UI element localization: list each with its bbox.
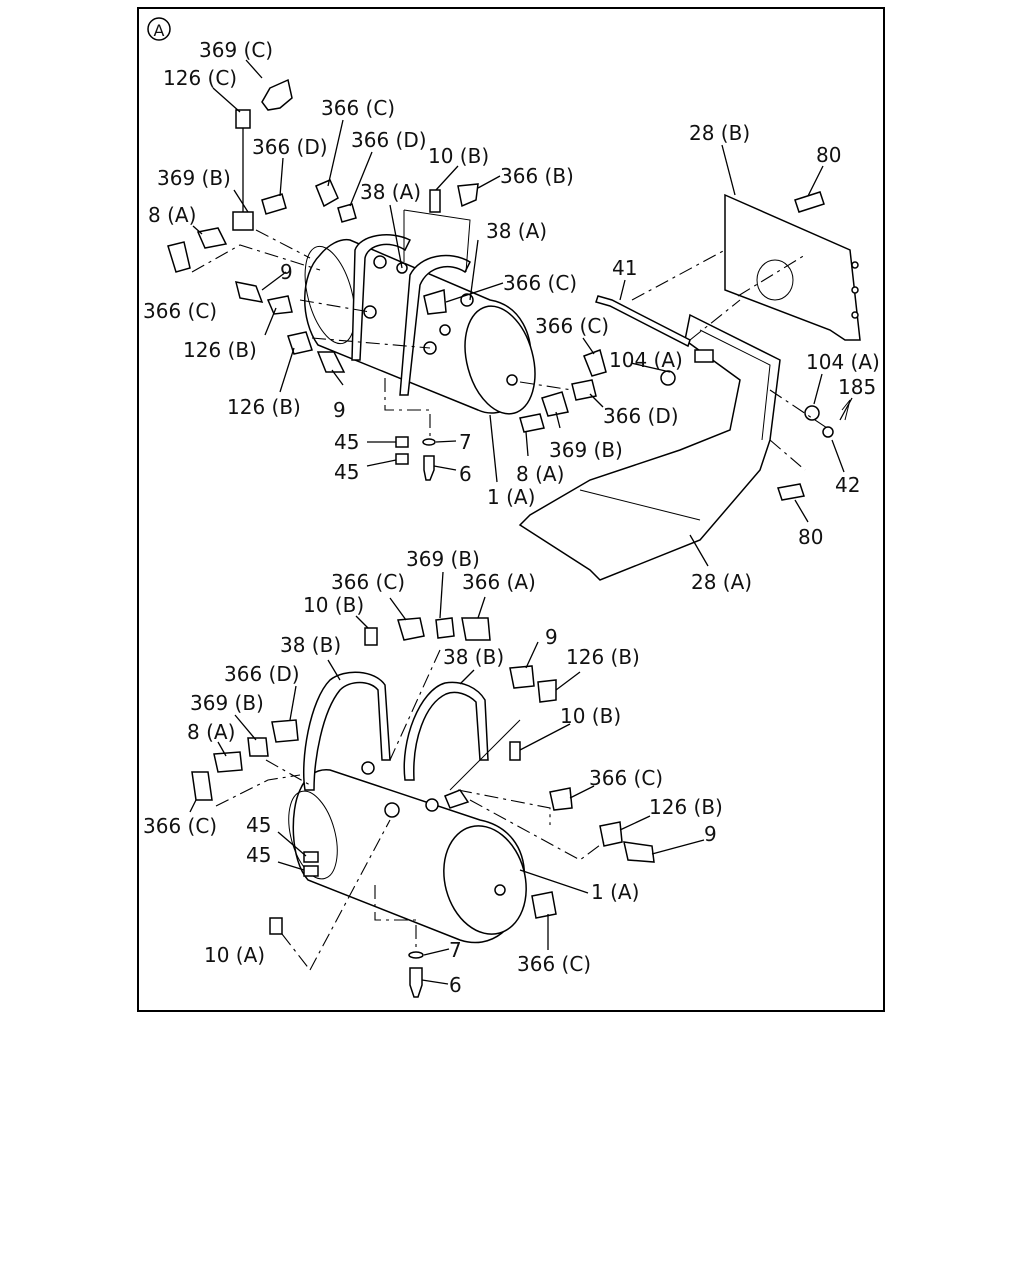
- callout-label: 369 (B): [190, 691, 264, 715]
- callout-label: 10 (B): [428, 144, 489, 168]
- callout-label: 126 (B): [566, 645, 640, 669]
- callout-label: 28 (A): [691, 570, 752, 594]
- callout-label: 9: [704, 822, 717, 846]
- callout-label: 366 (C): [535, 314, 609, 338]
- callout-label: 366 (C): [143, 299, 217, 323]
- lower-leaders: [189, 571, 705, 985]
- callout-label: 9: [545, 625, 558, 649]
- callout-label: 80: [816, 143, 841, 167]
- callout-label: 45: [246, 813, 271, 837]
- lower-air-tank: [191, 617, 655, 998]
- callout-label: 45: [246, 843, 271, 867]
- callout-label: 126 (C): [163, 66, 237, 90]
- callout-label: 6: [459, 462, 472, 486]
- callout-label: 45: [334, 460, 359, 484]
- callout-label: 80: [798, 525, 823, 549]
- view-marker-letter: A: [154, 21, 165, 40]
- callout-label: 8 (A): [516, 462, 564, 486]
- callout-label: 369 (B): [549, 438, 623, 462]
- callout-label: 8 (A): [187, 720, 235, 744]
- callout-label: 8 (A): [148, 203, 196, 227]
- callout-label: 366 (C): [143, 814, 217, 838]
- lower-labels: 369 (B) 366 (C) 366 (A) 10 (B) 38 (B) 38…: [143, 547, 723, 997]
- callout-label: 366 (C): [331, 570, 405, 594]
- bracket-28b: [724, 191, 861, 341]
- callout-label: 369 (C): [199, 38, 273, 62]
- callout-label: 9: [333, 398, 346, 422]
- callout-label: 28 (B): [689, 121, 750, 145]
- callout-label: 1 (A): [591, 880, 639, 904]
- callout-label: 366 (C): [321, 96, 395, 120]
- view-marker: A: [147, 17, 171, 41]
- callout-label: 366 (A): [462, 570, 536, 594]
- callout-label: 9: [280, 260, 293, 284]
- callout-label: 1 (A): [487, 485, 535, 509]
- callout-label: 185: [838, 375, 876, 399]
- callout-label: 366 (D): [351, 128, 427, 152]
- callout-label: 366 (B): [500, 164, 574, 188]
- upper-leaders: [191, 59, 853, 567]
- callout-label: 366 (C): [589, 766, 663, 790]
- callout-label: 126 (B): [183, 338, 257, 362]
- callout-label: 41: [612, 256, 637, 280]
- callout-label: 38 (A): [360, 180, 421, 204]
- callout-label: 366 (D): [252, 135, 328, 159]
- callout-label: 366 (C): [517, 952, 591, 976]
- upper-air-tank: [167, 78, 607, 481]
- callout-label: 366 (D): [603, 404, 679, 428]
- callout-label: 369 (B): [157, 166, 231, 190]
- callout-label: 10 (B): [303, 593, 364, 617]
- callout-label: 104 (A): [609, 348, 683, 372]
- callout-label: 126 (B): [227, 395, 301, 419]
- callout-label: 38 (B): [280, 633, 341, 657]
- callout-label: 10 (A): [204, 943, 265, 967]
- callout-label: 45: [334, 430, 359, 454]
- callout-label: 104 (A): [806, 350, 880, 374]
- callout-label: 10 (B): [560, 704, 621, 728]
- callout-label: 366 (C): [503, 271, 577, 295]
- callout-label: 42: [835, 473, 860, 497]
- callout-label: 6: [449, 973, 462, 997]
- callout-label: 369 (B): [406, 547, 480, 571]
- upper-labels: 369 (C) 126 (C) 366 (C) 366 (D) 366 (D) …: [143, 38, 880, 594]
- callout-label: 38 (B): [443, 645, 504, 669]
- callout-label: 7: [449, 938, 462, 962]
- callout-label: 7: [459, 430, 472, 454]
- callout-label: 126 (B): [649, 795, 723, 819]
- callout-label: 366 (D): [224, 662, 300, 686]
- bracket-28a: [518, 295, 834, 581]
- callout-label: 38 (A): [486, 219, 547, 243]
